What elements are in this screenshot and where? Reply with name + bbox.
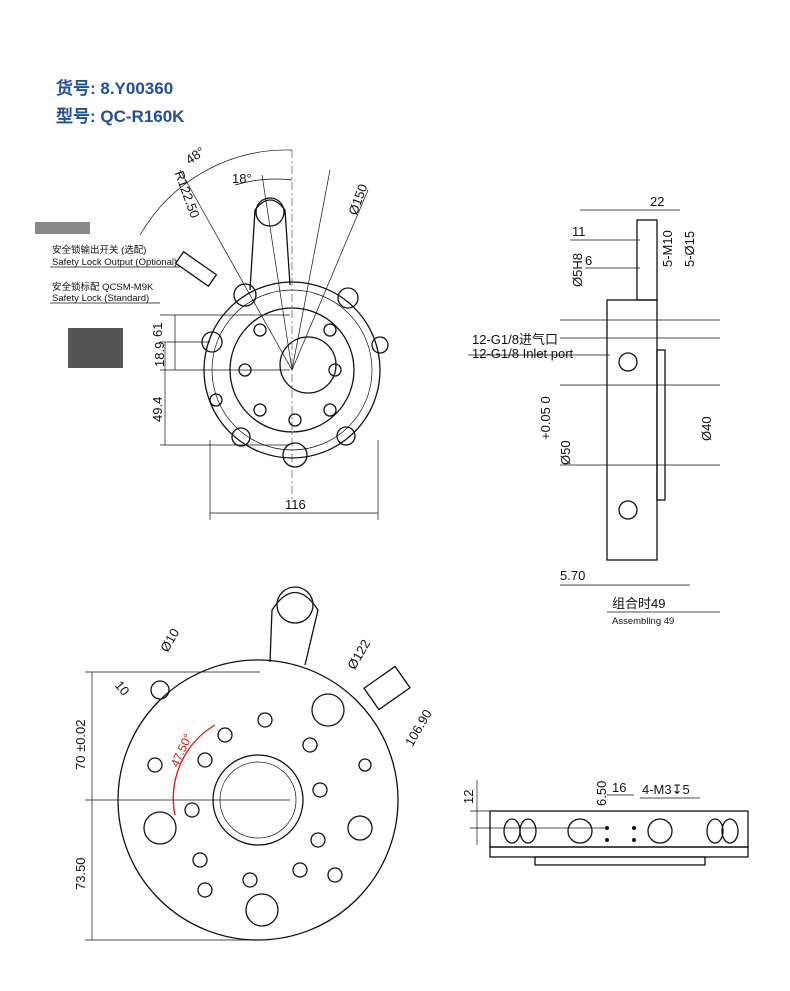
bottom-view: Ø10 10 Ø122 106.90 70 ±0.02 47.50° 73.50	[73, 586, 435, 941]
dim-6-label: 6	[585, 253, 592, 268]
assembled-en: Assembling 49	[612, 616, 674, 627]
callout-lock-cn: 安全锁标配 QCSM-M9K	[52, 281, 154, 293]
inlet-cn: 12-G1/8进气口	[472, 332, 558, 347]
m10-label: 5-M10	[660, 230, 675, 267]
dia-150-label: Ø150	[345, 182, 370, 217]
dim-6-50-label: 6.50	[594, 781, 609, 806]
dim-10-label: 10	[112, 678, 133, 699]
top-view: 48° 18° R122.50 Ø150 61 18.9 49.4 116 安全…	[35, 144, 389, 520]
dim-61-label: 61	[150, 323, 165, 337]
dia-10-label: Ø10	[157, 626, 182, 655]
side-view: 22 11 6 Ø5H8 5-M10 5-Ø15 12-G1/8进气口 12-G…	[468, 194, 720, 627]
front-view: 12 6.50 16 4-M3↧5	[461, 780, 749, 866]
inlet-en: 12-G1/8 Inlet port	[472, 346, 574, 361]
angle-18-label: 18°	[232, 171, 252, 186]
dim-16-label: 16	[612, 780, 626, 795]
callout-lock-en: Safety Lock (Standard)	[52, 293, 149, 304]
radius-label: R122.50	[172, 169, 203, 220]
dia-40-label: Ø40	[699, 416, 714, 441]
dia-5h8-label: Ø5H8	[570, 253, 585, 287]
part-number: 货号: 8.Y00360	[56, 79, 174, 98]
dia-15-label: 5-Ø15	[682, 231, 697, 267]
dim-12-label: 12	[461, 790, 476, 804]
angle-48-label: 48°	[183, 144, 208, 168]
m3-label: 4-M3↧5	[642, 782, 690, 797]
callout-output-cn: 安全锁输出开关 (选配)	[52, 244, 146, 256]
callout-output-en: Safety Lock Output (Optional)	[52, 257, 177, 268]
dim-18-9-label: 18.9	[152, 342, 167, 367]
dia-50-label: Ø50	[558, 440, 573, 465]
angle-47-5-label: 47.50°	[168, 731, 195, 769]
dim-106-90-label: 106.90	[402, 707, 435, 749]
dim-70-label: 70 ±0.02	[73, 719, 88, 770]
dim-49-4-label: 49.4	[150, 397, 165, 422]
assembled-cn: 组合时49	[612, 596, 665, 611]
dim-5-70-label: 5.70	[560, 568, 585, 583]
tolerance-label: +0.05 0	[538, 396, 553, 440]
dia-122-label: Ø122	[344, 637, 373, 672]
dim-73-50-label: 73.50	[73, 857, 88, 890]
model-number: 型号: QC-R160K	[56, 107, 185, 126]
dim-22-label: 22	[650, 194, 664, 209]
dim-116-label: 116	[285, 497, 306, 512]
dim-11-label: 11	[572, 224, 586, 239]
